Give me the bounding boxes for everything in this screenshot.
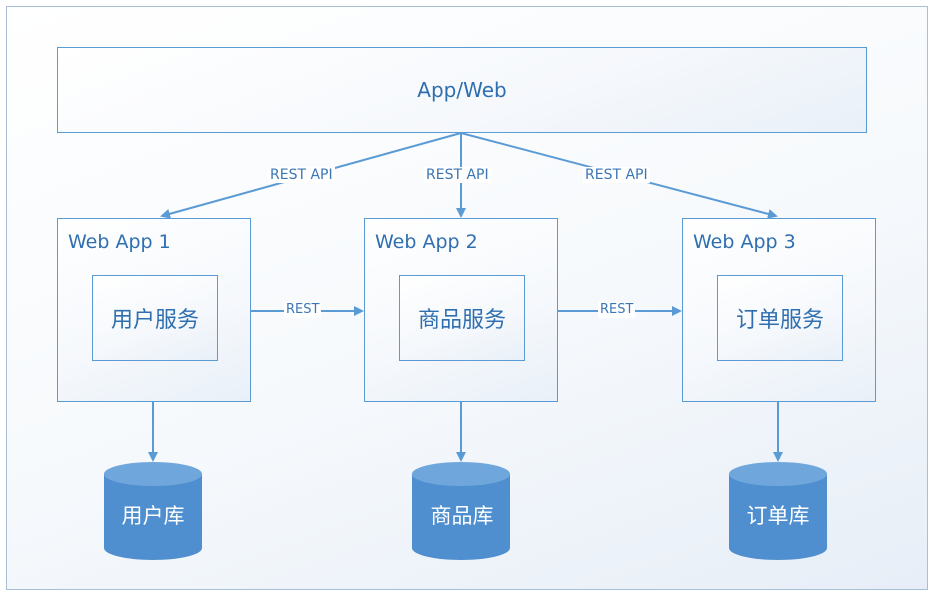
rest-label-1: REST	[284, 302, 322, 318]
user-db-label: 用户库	[121, 504, 185, 528]
client-app-web-box: App/Web	[57, 47, 867, 133]
product-service-box: 商品服务	[399, 275, 525, 361]
order-service-box: 订单服务	[717, 275, 843, 361]
database-cylinder-3	[729, 462, 827, 560]
order-db-label: 订单库	[746, 504, 810, 528]
web-app-1-title: Web App 1	[68, 231, 171, 253]
database-cylinder-2	[412, 462, 510, 560]
product-service-label: 商品服务	[417, 308, 506, 333]
order-service-label: 订单服务	[735, 308, 824, 333]
web-app-3-title: Web App 3	[693, 231, 796, 253]
web-app-2-title: Web App 2	[375, 231, 478, 253]
web-app-3-box: Web App 3 订单服务	[682, 218, 876, 402]
rest-api-label-3: REST API	[583, 167, 650, 183]
product-db-label: 商品库	[430, 504, 494, 528]
web-app-2-box: Web App 2 商品服务	[364, 218, 558, 402]
client-label: App/Web	[417, 78, 507, 102]
rest-api-label-1: REST API	[268, 167, 335, 183]
user-service-label: 用户服务	[110, 308, 199, 333]
web-app-1-box: Web App 1 用户服务	[57, 218, 251, 402]
user-service-box: 用户服务	[92, 275, 218, 361]
database-cylinder-1	[104, 462, 202, 560]
rest-api-label-2: REST API	[424, 167, 491, 183]
rest-label-2: REST	[598, 302, 636, 318]
